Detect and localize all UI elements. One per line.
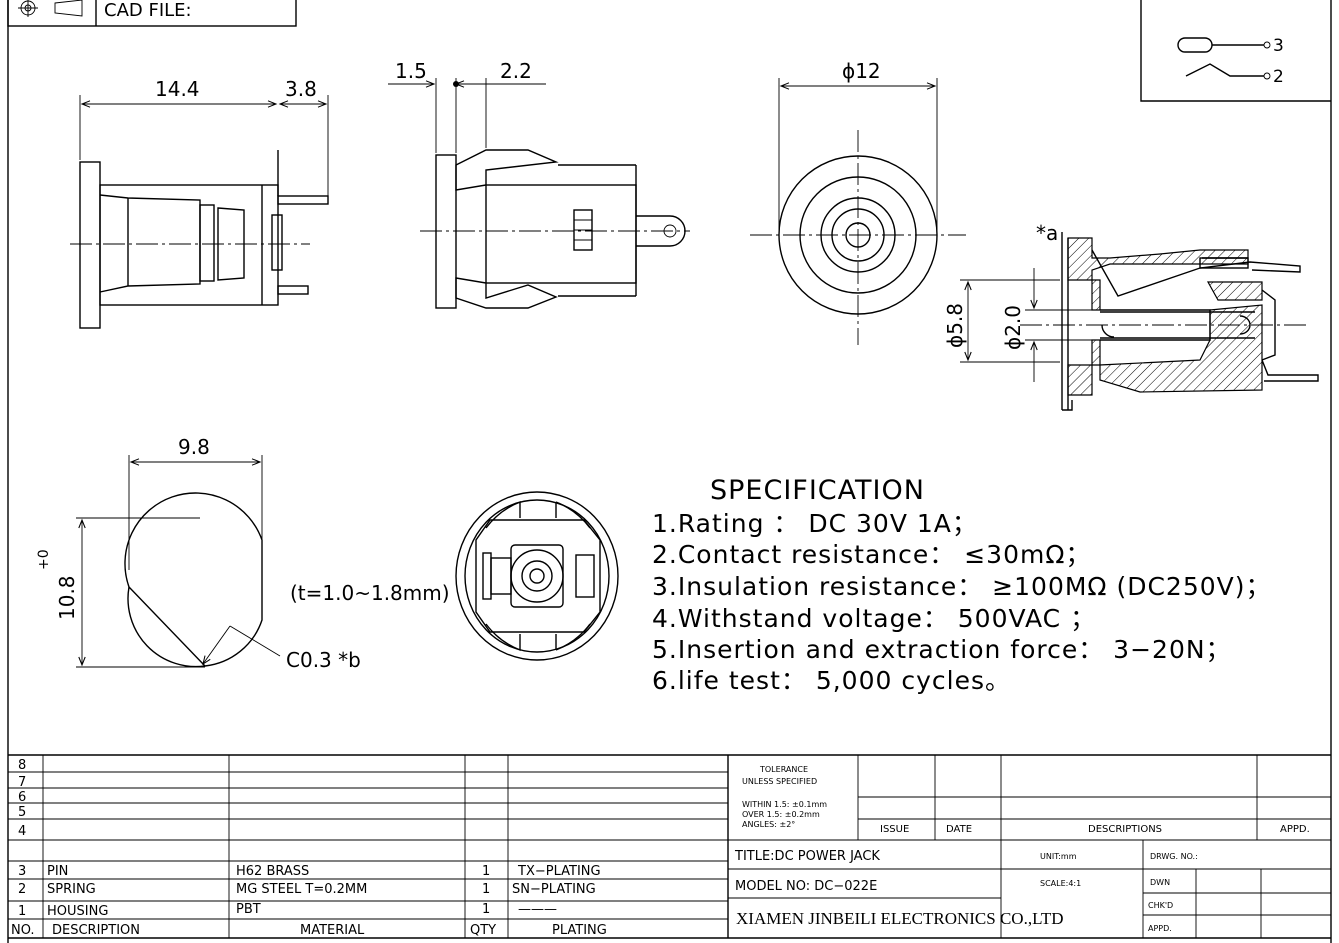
bom-header-qty: QTY (470, 923, 496, 938)
appd-sign-label: APPD. (1148, 924, 1172, 933)
drawing-frame (7, 0, 1332, 943)
dim-section-inner: ϕ2.0 (1001, 305, 1025, 350)
drawing-title: TITLE:DC POWER JACK (734, 849, 880, 864)
dim-cut-width: 9.8 (178, 435, 210, 459)
specification: SPECIFICATION 1.Rating ： DC 30V 1A； 2.Co… (652, 475, 1272, 695)
spec-line-3: 3.Insulation resistance： ≥100MΩ (DC250V)… (652, 572, 1272, 601)
bom-header-material: MATERIAL (300, 923, 365, 938)
front-view: ϕ12 (750, 59, 966, 345)
pin-schematic: 3 2 (1140, 0, 1331, 102)
dim-top-b: 2.2 (500, 59, 532, 83)
dim-section-outer: ϕ5.8 (943, 303, 967, 348)
issue-label: ISSUE (880, 824, 909, 835)
dim-side-length: 14.4 (155, 77, 200, 101)
projection-symbol-icon (18, 0, 83, 17)
unless-specified-label: UNLESS SPECIFIED (742, 777, 817, 786)
spec-line-1: 1.Rating ： DC 30V 1A； (652, 509, 978, 538)
dim-top-a: 1.5 (395, 59, 427, 83)
descriptions-label: DESCRIPTIONS (1088, 824, 1162, 835)
bom-row-5-no: 5 (18, 805, 26, 820)
panel-cutout-view: 9.8 10.8 +0 (t=1.0~1.8mm) C0.3 *b (36, 435, 450, 672)
bom-row-1-qty: 1 (482, 902, 490, 917)
bom-row-7-no: 7 (18, 775, 26, 790)
rear-view (455, 491, 619, 661)
section-view: ϕ5.8 ϕ2.0 *a (943, 221, 1319, 411)
side-view: 14.4 3.8 (70, 77, 329, 329)
spec-line-4: 4.Withstand voltage： 500VAC ； (652, 604, 1096, 633)
title-block: TOLERANCE UNLESS SPECIFIED WITHIN 1.5: ±… (728, 755, 1331, 938)
model-number: MODEL NO: DC−022E (735, 879, 877, 894)
bom-row-8-no: 8 (18, 758, 26, 773)
date-label: DATE (946, 824, 972, 835)
spec-line-6: 6.life test： 5,000 cycles。 (652, 666, 1011, 695)
bom-table: 8 7 6 5 4 3 PIN H62 BRASS 1 TX−PLATING 2… (8, 754, 1331, 939)
bom-header-description: DESCRIPTION (52, 923, 140, 938)
angles-tolerance: ANGLES: ±2° (742, 820, 795, 829)
cad-header: CAD FILE: (7, 0, 297, 27)
spec-line-5: 5.Insertion and extraction force： 3−20N； (652, 635, 1232, 664)
bom-header-no: NO. (11, 923, 35, 938)
spec-title: SPECIFICATION (710, 475, 925, 506)
bom-row-1-no: 1 (18, 904, 26, 919)
bom-row-2-no: 2 (18, 882, 26, 897)
scale-label: SCALE:4:1 (1040, 879, 1081, 888)
section-ref-a: *a (1036, 221, 1058, 245)
bom-row-6-no: 6 (18, 790, 26, 805)
bom-row-2-material: MG STEEL T=0.2MM (236, 882, 367, 897)
chkd-label: CHK'D (1148, 901, 1173, 910)
dim-side-pin: 3.8 (285, 77, 317, 101)
top-view: 1.5 2.2 (388, 59, 690, 309)
spec-line-2: 2.Contact resistance： ≤30mΩ； (652, 540, 1091, 569)
tolerance-label: TOLERANCE (759, 765, 808, 774)
appd-label: APPD. (1280, 824, 1310, 835)
dim-cut-height: 10.8 (55, 575, 79, 620)
bom-row-2-plating: SN−PLATING (512, 882, 596, 897)
within-tolerance: WITHIN 1.5: ±0.1mm (742, 800, 827, 809)
pin-2-label: 2 (1273, 67, 1284, 87)
dim-cut-tolerance: +0 (36, 549, 52, 570)
thickness-label: (t=1.0~1.8mm) (290, 581, 450, 605)
pin-3-label: 3 (1273, 36, 1284, 56)
company-name: XIAMEN JINBEILI ELECTRONICS CO.,LTD (736, 909, 1064, 928)
bom-row-3-material: H62 BRASS (236, 864, 309, 879)
bom-row-2-description: SPRING (47, 882, 96, 897)
dim-front-diameter: ϕ12 (842, 59, 881, 83)
cad-file-label: CAD FILE: (104, 0, 192, 21)
bom-row-1-plating: ——— (518, 902, 557, 917)
bom-header-plating: PLATING (552, 923, 607, 938)
drwg-no-label: DRWG. NO.: (1150, 852, 1198, 861)
bom-row-3-plating: TX−PLATING (517, 864, 601, 879)
bom-row-4-no: 4 (18, 824, 26, 839)
chamfer-label: C0.3 *b (286, 648, 361, 672)
over-tolerance: OVER 1.5: ±0.2mm (742, 810, 820, 819)
bom-row-2-qty: 1 (482, 882, 490, 897)
unit-label: UNIT:mm (1040, 852, 1077, 861)
bom-row-3-description: PIN (47, 864, 68, 879)
bom-row-1-description: HOUSING (47, 904, 108, 919)
bom-row-3-no: 3 (18, 864, 26, 879)
bom-row-3-qty: 1 (482, 864, 490, 879)
dwn-label: DWN (1150, 878, 1170, 887)
bom-row-1-material: PBT (236, 902, 261, 917)
